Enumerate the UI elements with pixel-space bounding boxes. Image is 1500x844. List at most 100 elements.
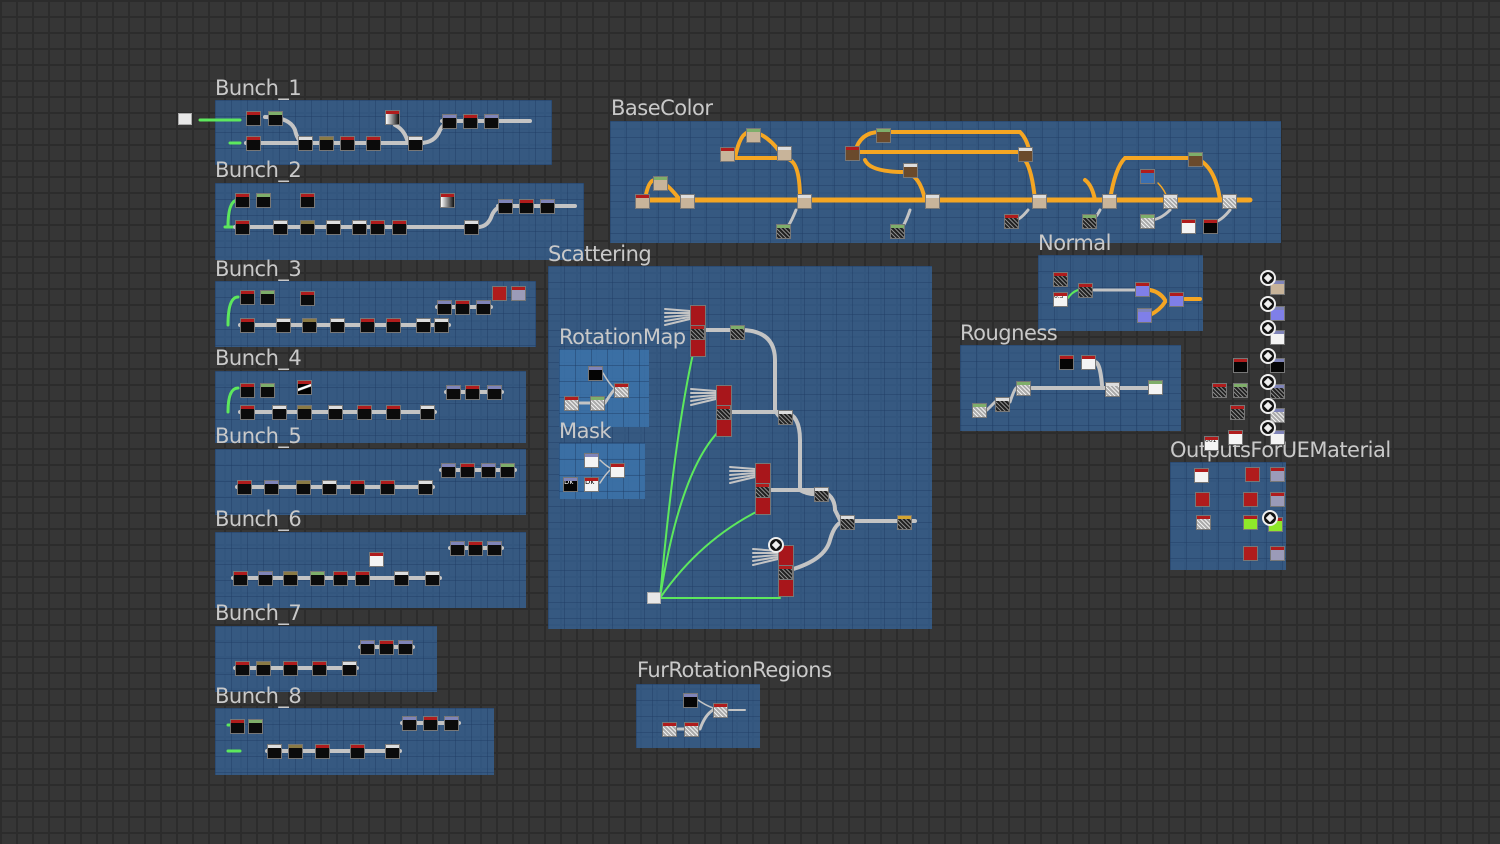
- graph-node[interactable]: [564, 396, 579, 411]
- bunch-node[interactable]: [355, 571, 370, 586]
- basecolor-node[interactable]: [720, 147, 735, 162]
- graph-node[interactable]: [300, 193, 315, 208]
- basecolor-node[interactable]: [653, 176, 668, 191]
- frame-title-bunch8[interactable]: Bunch_8: [215, 684, 302, 708]
- output-badge-icon[interactable]: [1260, 398, 1276, 414]
- bunch-node[interactable]: [476, 300, 491, 315]
- bunch-node[interactable]: [418, 480, 433, 495]
- bunch-node[interactable]: [423, 716, 438, 731]
- bunch-node[interactable]: [498, 199, 513, 214]
- bunch-node[interactable]: [233, 571, 248, 586]
- bunch-node[interactable]: [342, 661, 357, 676]
- frame-title-rougness[interactable]: Rougness: [960, 321, 1058, 345]
- graph-node[interactable]: [1243, 546, 1258, 561]
- bunch-node[interactable]: [322, 480, 337, 495]
- bunch-node[interactable]: [398, 640, 413, 655]
- basecolor-node[interactable]: [876, 128, 891, 143]
- bunch-node[interactable]: [519, 199, 534, 214]
- graph-node[interactable]: [1243, 492, 1258, 507]
- basecolor-node[interactable]: [1188, 152, 1203, 167]
- bunch-node[interactable]: [450, 541, 465, 556]
- graph-node[interactable]: [972, 403, 987, 418]
- bunch-node[interactable]: [408, 136, 423, 151]
- bunch-node[interactable]: [370, 220, 385, 235]
- bunch-node[interactable]: [540, 199, 555, 214]
- bunch-node[interactable]: [319, 136, 334, 151]
- output-badge-icon[interactable]: [1260, 320, 1276, 336]
- bunch-node[interactable]: [298, 136, 313, 151]
- bunch-node[interactable]: [360, 640, 375, 655]
- bunch-node[interactable]: [297, 405, 312, 420]
- basecolor-node[interactable]: [776, 224, 791, 239]
- basecolor-node[interactable]: [925, 194, 940, 209]
- bunch-node[interactable]: [380, 480, 395, 495]
- output-badge-icon[interactable]: [768, 537, 784, 553]
- graph-node[interactable]: [730, 325, 745, 340]
- graph-node[interactable]: [1105, 382, 1120, 397]
- basecolor-node[interactable]: [1102, 194, 1117, 209]
- frame-title-normal[interactable]: Normal: [1038, 231, 1111, 255]
- frame-title-scattering[interactable]: Scattering: [548, 242, 652, 266]
- frame-title-mask[interactable]: Mask: [559, 419, 612, 443]
- scatter-preview[interactable]: [690, 325, 705, 340]
- graph-node[interactable]: [584, 453, 599, 468]
- bunch-node[interactable]: [256, 661, 271, 676]
- bunch-node[interactable]: [330, 318, 345, 333]
- bunch-node[interactable]: [455, 300, 470, 315]
- graph-node[interactable]: [1270, 492, 1285, 507]
- bunch-node[interactable]: [272, 405, 287, 420]
- graph-node[interactable]: [995, 397, 1010, 412]
- graph-node[interactable]: [300, 291, 315, 306]
- bunch-node[interactable]: [484, 114, 499, 129]
- graph-node[interactable]: [684, 722, 699, 737]
- graph-node[interactable]: [778, 410, 793, 425]
- bunch-node[interactable]: [312, 661, 327, 676]
- graph-node[interactable]: [814, 487, 829, 502]
- bunch-node[interactable]: [441, 463, 456, 478]
- graph-node[interactable]: [588, 366, 603, 381]
- bunch-node[interactable]: [315, 744, 330, 759]
- bunch-node[interactable]: [357, 405, 372, 420]
- scatter-preview[interactable]: [778, 565, 793, 580]
- graph-node[interactable]: [1230, 405, 1245, 420]
- graph-node[interactable]: [610, 463, 625, 478]
- frame-title-bunch6[interactable]: Bunch_6: [215, 507, 302, 531]
- graph-node[interactable]: [1233, 358, 1248, 373]
- basecolor-node[interactable]: [903, 163, 918, 178]
- graph-node[interactable]: [1270, 546, 1285, 561]
- bunch-node[interactable]: [500, 463, 515, 478]
- bunch-node[interactable]: [468, 541, 483, 556]
- bunch-node[interactable]: [235, 220, 250, 235]
- graph-node[interactable]: [235, 193, 250, 208]
- graph-node[interactable]: [1212, 383, 1227, 398]
- frame-title-bunch4[interactable]: Bunch_4: [215, 346, 302, 370]
- scatter-preview[interactable]: [755, 483, 770, 498]
- bunch-node[interactable]: [340, 136, 355, 151]
- bunch-node[interactable]: [394, 571, 409, 586]
- output-badge-icon[interactable]: [1260, 420, 1276, 436]
- basecolor-node[interactable]: [797, 194, 812, 209]
- bunch-node[interactable]: [460, 463, 475, 478]
- basecolor-node[interactable]: [1203, 219, 1218, 234]
- graph-node[interactable]: [1169, 292, 1184, 307]
- graph-node[interactable]: [614, 383, 629, 398]
- bunch-node[interactable]: [402, 716, 417, 731]
- bunch-node[interactable]: [366, 136, 381, 151]
- bunch-node[interactable]: [258, 571, 273, 586]
- bunch-node[interactable]: [283, 571, 298, 586]
- graph-node[interactable]: [713, 703, 728, 718]
- frame-furrotation[interactable]: [636, 684, 760, 748]
- frame-title-bunch3[interactable]: Bunch_3: [215, 257, 302, 281]
- basecolor-node[interactable]: [1082, 214, 1097, 229]
- basecolor-node[interactable]: [777, 146, 792, 161]
- output-node[interactable]: [1270, 280, 1285, 295]
- bunch-node[interactable]: [333, 571, 348, 586]
- graph-node[interactable]: [1194, 468, 1209, 483]
- frame-title-bunch2[interactable]: Bunch_2: [215, 158, 302, 182]
- bunch-node[interactable]: [240, 318, 255, 333]
- bunch-node[interactable]: [481, 463, 496, 478]
- basecolor-node[interactable]: [890, 224, 905, 239]
- bunch-node[interactable]: [246, 136, 261, 151]
- scatter-preview[interactable]: [716, 405, 731, 420]
- gradient-node[interactable]: [297, 380, 312, 395]
